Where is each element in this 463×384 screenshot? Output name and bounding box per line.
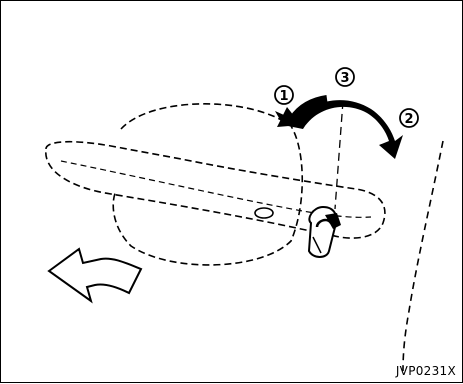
key-icon (307, 205, 341, 258)
step-2-circle (399, 108, 419, 128)
push-arrow-icon (47, 247, 143, 304)
step-3-circle (335, 67, 355, 87)
door-handle-outline (45, 140, 386, 239)
step-2-label: 2 (404, 112, 413, 127)
key-cylinder-slot (254, 207, 274, 219)
figure-code: JVP0231X (395, 364, 456, 378)
rotation-arrow-icon (275, 95, 403, 159)
door-handle-inner-line (60, 160, 372, 218)
step-labels: 1 3 2 (274, 67, 419, 128)
step-1-circle (274, 85, 294, 105)
handle-recess-outline (112, 103, 304, 266)
step-3-label: 3 (340, 71, 349, 86)
step-1-label: 1 (279, 89, 288, 104)
door-edge-line (402, 140, 444, 372)
neutral-position-line (334, 100, 344, 210)
